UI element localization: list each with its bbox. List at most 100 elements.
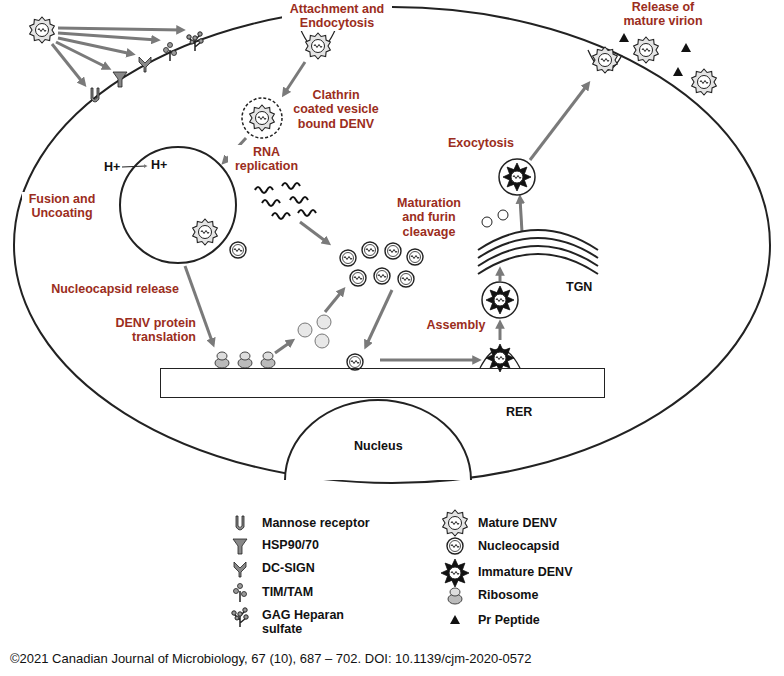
virion [250, 105, 275, 131]
illustration-part [503, 163, 531, 191]
illustration-part [272, 213, 290, 219]
gag-receptor [187, 32, 203, 51]
virion [193, 219, 218, 245]
illustration-part [58, 38, 132, 54]
illustration-part [634, 37, 659, 63]
illustration-part [673, 67, 683, 76]
legend-label: Pr Peptide [478, 613, 540, 627]
illustration-part [499, 159, 535, 195]
legend-label: Ribosome [478, 588, 538, 602]
illustration-part [238, 352, 252, 368]
illustration-part [236, 516, 244, 530]
illustration-part [234, 562, 246, 577]
illustration-part [450, 615, 460, 624]
illustration-part [340, 250, 356, 266]
step-label: Assembly [420, 318, 492, 332]
text-label: H+ [103, 160, 121, 174]
illustration-part [499, 323, 502, 340]
illustration-part [58, 33, 157, 40]
illustration-part [255, 187, 273, 193]
illustration-part [482, 282, 518, 318]
endosome [120, 147, 236, 263]
illustration-part [692, 69, 717, 95]
illustration-part [385, 243, 401, 259]
illustration-part [298, 323, 312, 337]
legend-label: Immature DENV [478, 565, 572, 579]
illustration-part [290, 197, 308, 203]
node-label: RER [506, 405, 532, 419]
illustration-part [282, 183, 300, 189]
illustration-part [374, 268, 390, 284]
step-label: RNA replication [228, 145, 305, 174]
nucleus-outline [285, 400, 471, 480]
step-label: Nucleocapsid release [40, 282, 180, 296]
illustration-part [499, 270, 502, 281]
illustration-part [407, 249, 423, 265]
clathrin-vesicle [242, 98, 282, 138]
virion [30, 17, 55, 43]
illustration-part [441, 559, 469, 587]
illustration-part [482, 217, 492, 227]
tim-tam-receptor [164, 43, 177, 62]
text-label: H+ [150, 158, 168, 172]
step-label: Release of mature virion [612, 0, 714, 29]
virion [306, 33, 331, 59]
illustration-part [275, 341, 292, 353]
mannose-receptor [91, 88, 99, 102]
hsp-receptor [113, 72, 127, 87]
node-label: Nucleus [354, 439, 403, 453]
golgi [478, 230, 598, 274]
illustration-part [448, 588, 462, 604]
illustration-part [443, 510, 468, 536]
legend-label: Mannose receptor [262, 516, 370, 530]
illustration-part [317, 315, 331, 329]
illustration-part [300, 222, 328, 243]
proton-arrow [122, 166, 146, 167]
illustration-part [486, 286, 514, 314]
caption: ©2021 Canadian Journal of Microbiology, … [10, 651, 531, 666]
illustration-part [447, 538, 463, 554]
process-arrows [185, 62, 588, 360]
step-label: Clathrin coated vesicle bound DENV [292, 88, 380, 131]
legend-label: TIM/TAM [262, 585, 313, 599]
illustration-part [520, 198, 522, 232]
illustration-part [315, 334, 329, 348]
legend-label: HSP90/70 [262, 538, 319, 552]
er-band: RER [160, 368, 605, 398]
illustration-part [593, 47, 618, 73]
step-label: Attachment and Endocytosis [282, 2, 392, 31]
step-label: Maturation and furin cleavage [388, 196, 470, 239]
illustration-part [398, 271, 414, 287]
illustration-part [298, 210, 316, 216]
illustration-part [478, 254, 598, 274]
illustration-part [530, 84, 588, 160]
illustration-part [262, 200, 280, 206]
legend-label: Mature DENV [478, 516, 557, 530]
illustration-part [215, 352, 229, 368]
step-label: Fusion and Uncoating [22, 192, 102, 221]
nucleus: Nucleus [283, 396, 473, 482]
nucleocapsid [230, 242, 246, 258]
legend-label: Nucleocapsid [478, 539, 559, 553]
step-label: DENV protein translation [105, 316, 197, 345]
illustration-part [380, 359, 478, 362]
illustration-part [232, 608, 248, 627]
illustration-part [52, 44, 84, 84]
step-label: Exocytosis [440, 136, 522, 150]
dc-sign-receptor [139, 57, 151, 72]
illustration-part [350, 270, 366, 286]
illustration-part [619, 33, 629, 42]
illustration-part [261, 352, 275, 368]
legend-label: GAG Heparan sulfate [262, 608, 357, 637]
illustration-part [325, 290, 343, 312]
illustration-part [498, 210, 508, 220]
text-label: TGN [565, 280, 593, 294]
illustration-part [681, 43, 691, 52]
illustration-part [362, 242, 378, 258]
cell-membrane [14, 7, 770, 483]
legend-label: DC-SIGN [262, 561, 315, 575]
illustration-part [234, 584, 247, 603]
illustration-part [58, 28, 182, 30]
illustration-part [233, 539, 247, 554]
